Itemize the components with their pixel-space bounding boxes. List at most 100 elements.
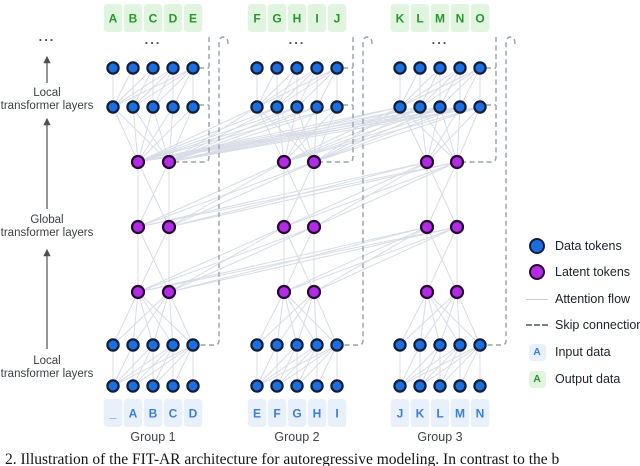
ellipsis: ... <box>432 32 449 47</box>
data-token-circle <box>433 100 447 114</box>
latent-token-circle <box>161 219 177 235</box>
attention-flow-line <box>399 344 461 387</box>
attention-flow-line <box>168 106 461 163</box>
data-token-circle <box>330 379 344 393</box>
attention-flow-line <box>168 106 481 163</box>
attention-flow-line <box>137 291 174 346</box>
data-token-circle <box>413 338 427 352</box>
output-data-letter: N <box>456 12 465 26</box>
attention-flow-line <box>426 291 461 346</box>
attention-flow-line <box>132 344 194 387</box>
attention-flow-line <box>283 226 428 293</box>
output-data-icon: A <box>526 370 548 388</box>
attention-flow-line <box>256 291 315 346</box>
output-data-letter: B <box>129 12 138 26</box>
data-token-circle <box>106 61 120 75</box>
output-data-letter: M <box>435 12 445 26</box>
attention-flow-line <box>168 106 441 163</box>
output-data-letter: G <box>272 12 281 26</box>
input-data-cell <box>307 399 327 427</box>
latent-token-circle <box>449 284 465 300</box>
latent-token-circle <box>419 219 435 235</box>
data-token-circle <box>270 379 284 393</box>
attention-flow-line <box>256 344 298 387</box>
group-label-3: Group 3 <box>417 430 462 444</box>
data-token-circle <box>126 61 140 75</box>
output-data-cell <box>307 4 327 32</box>
attention-flow-line <box>112 344 174 387</box>
output-data-cell <box>267 4 287 32</box>
data-token-circle <box>106 379 120 393</box>
output-data-letter: I <box>315 12 318 26</box>
legend-item-skip-connection: Skip connection <box>526 312 640 338</box>
input-data-cell <box>410 399 430 427</box>
ellipsis: ... <box>145 32 162 47</box>
attention-flow-line <box>132 67 194 108</box>
attention-flow-line <box>256 67 318 108</box>
data-token-circle <box>393 379 407 393</box>
input-data-letter: B <box>149 407 158 421</box>
output-data-letter: C <box>149 12 158 26</box>
legend-item-input-data: A Input data <box>526 339 611 365</box>
attention-flow-line <box>137 106 401 163</box>
data-token-circle <box>393 100 407 114</box>
attention-flow-line <box>456 106 481 163</box>
attention-flow-line <box>399 106 458 163</box>
layer-label-local-top: Local <box>33 87 61 99</box>
input-data-letter: C <box>169 407 178 421</box>
legend-label: Data tokens <box>555 239 622 253</box>
attention-flow-line <box>283 106 461 163</box>
attention-flow-line <box>132 106 139 163</box>
attention-flow-line <box>137 226 428 293</box>
attention-flow-line <box>426 161 458 228</box>
attention-flow-line <box>399 106 428 163</box>
data-token-circle <box>186 61 200 75</box>
input-data-letter: L <box>436 407 443 421</box>
data-token-circle <box>473 61 487 75</box>
attention-flow-line <box>137 226 315 293</box>
data-token-icon <box>526 238 548 254</box>
attention-flow-line <box>137 106 194 163</box>
attention-flow-line <box>276 67 338 108</box>
attention-flow-line <box>168 106 401 163</box>
input-data-cell <box>123 399 143 427</box>
attention-flow-line <box>426 291 481 346</box>
data-token-circle <box>146 379 160 393</box>
input-data-letter: I <box>335 407 338 421</box>
attention-flow-line <box>137 106 461 163</box>
output-data-cell <box>143 4 163 32</box>
data-token-circle <box>270 61 284 75</box>
attention-flow-line <box>313 161 458 228</box>
latent-token-circle <box>130 284 146 300</box>
attention-flow-line <box>316 67 338 108</box>
data-token-circle <box>290 100 304 114</box>
input-data-letter: E <box>253 407 261 421</box>
latent-token-circle <box>276 154 292 170</box>
data-token-circle <box>310 338 324 352</box>
attention-flow-line <box>137 161 428 228</box>
skip-connection-path <box>344 36 373 346</box>
attention-flow-line <box>419 67 481 108</box>
attention-flow-line <box>168 291 194 346</box>
latent-token-circle <box>276 219 292 235</box>
attention-flow-line <box>112 291 170 346</box>
data-token-circle <box>413 100 427 114</box>
data-token-circle <box>433 379 447 393</box>
data-token-circle <box>453 338 467 352</box>
attention-flow-line <box>112 67 154 108</box>
attention-flow-line <box>137 106 441 163</box>
attention-flow-line <box>296 344 338 387</box>
attention-flow-line <box>419 291 428 346</box>
data-token-circle <box>186 379 200 393</box>
attention-flow-line <box>296 67 338 108</box>
attention-flow-line <box>283 106 401 163</box>
data-token-circle <box>413 379 427 393</box>
data-token-circle <box>126 379 140 393</box>
attention-flow-line <box>283 226 458 293</box>
latent-token-circle <box>306 284 322 300</box>
input-data-letter: A <box>129 407 138 421</box>
attention-flow-line <box>399 344 441 387</box>
data-token-circle <box>393 61 407 75</box>
attention-flow-line <box>399 344 481 387</box>
